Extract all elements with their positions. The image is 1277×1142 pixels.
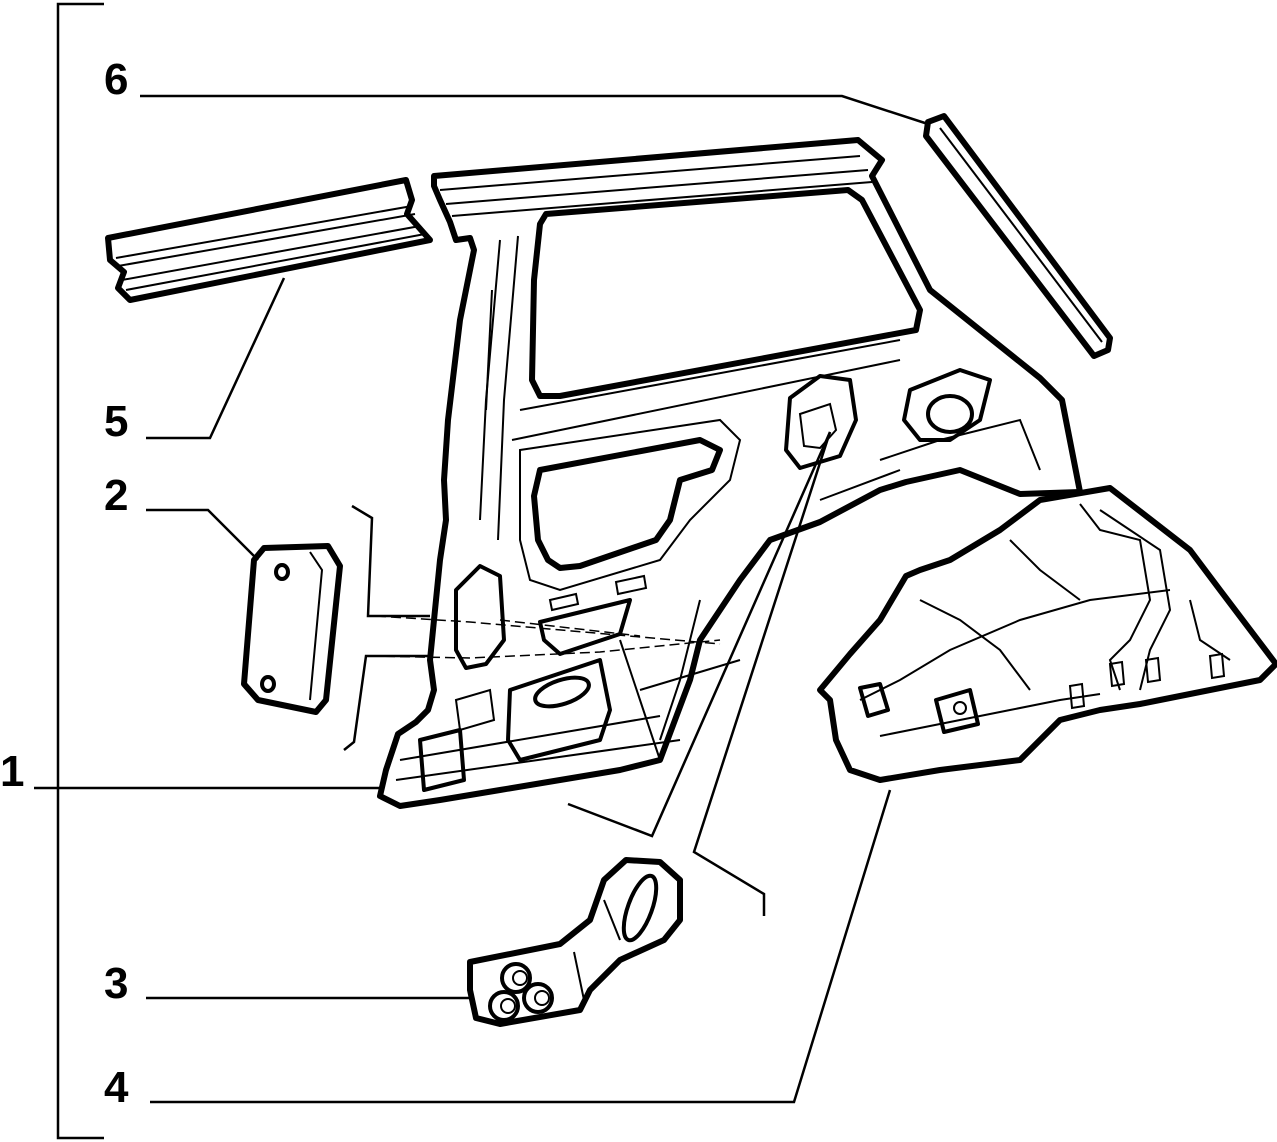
callout-2: 2 bbox=[104, 471, 128, 520]
part-3-bracket[interactable] bbox=[467, 857, 683, 1027]
guide-line-2-lower bbox=[343, 654, 430, 751]
callout-5: 5 bbox=[104, 397, 128, 446]
callout-3: 3 bbox=[104, 959, 128, 1008]
callout-4: 4 bbox=[104, 1063, 129, 1112]
assembly-bracket bbox=[56, 2, 104, 1140]
leader-6 bbox=[140, 94, 929, 126]
part-1-side-panel[interactable] bbox=[369, 137, 1083, 809]
callout-1: 1 bbox=[0, 747, 24, 796]
guide-line-2-upper bbox=[351, 504, 430, 618]
guide-line-3-a bbox=[567, 431, 832, 838]
part-4-wheel-housing[interactable] bbox=[817, 485, 1277, 783]
part-2-reinforcement-plate[interactable] bbox=[241, 543, 343, 715]
leader-4 bbox=[150, 789, 892, 1104]
part-5-roof-rail[interactable] bbox=[105, 177, 433, 303]
guide-line-3-b bbox=[692, 431, 832, 916]
leader-5 bbox=[146, 277, 286, 440]
callout-6: 6 bbox=[104, 55, 128, 104]
part-6-pillar-trim[interactable] bbox=[923, 113, 1113, 359]
leader-2 bbox=[146, 508, 259, 561]
